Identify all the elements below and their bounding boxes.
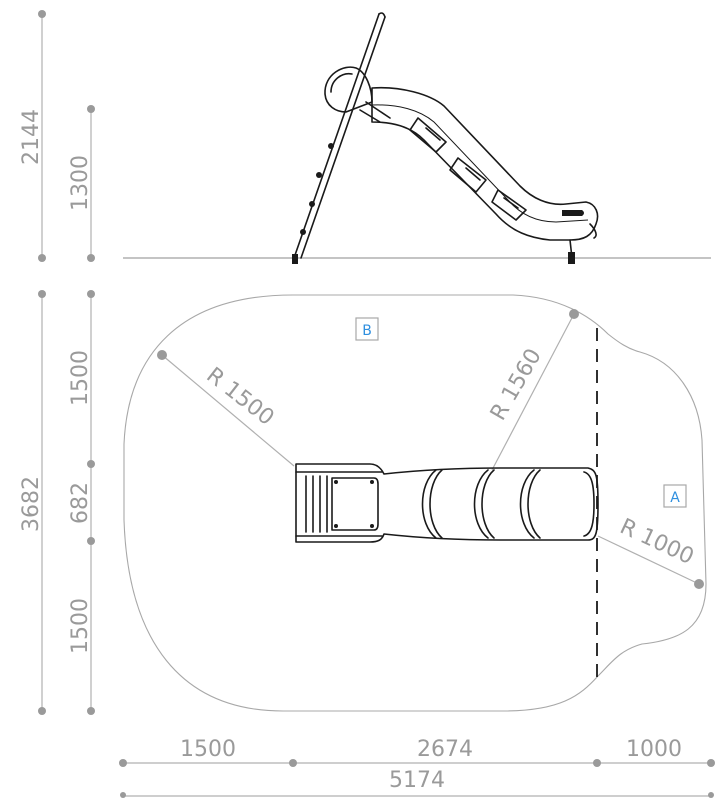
slide-top-view	[295, 463, 599, 543]
width-segment-1-label: 1500	[180, 737, 236, 762]
slide-exit-cap	[562, 210, 584, 216]
width-segment-3-label: 1000	[626, 737, 682, 762]
ladder-rail-back	[300, 16, 386, 259]
slide-chute-centerline	[371, 104, 589, 223]
ladder-rungs	[292, 143, 334, 264]
depth-segment-3-label: 1500	[68, 598, 93, 654]
width-segment-2-label: 2674	[417, 737, 473, 762]
radius-line-rear	[161, 354, 295, 467]
zone-label-b: B	[362, 323, 372, 339]
dim-dot	[87, 254, 95, 262]
slide-exit-foot	[568, 252, 575, 264]
slide-chute	[371, 86, 599, 241]
elevation-dimensions: 2144 1300	[19, 10, 95, 262]
radius-line-side	[491, 313, 575, 471]
dim-dot	[38, 254, 46, 262]
ladder-rail-front	[293, 13, 380, 259]
radius-dot	[157, 350, 167, 360]
dim-dot	[87, 105, 95, 113]
slide-side-view	[292, 12, 599, 264]
slide-exit-lip	[589, 223, 597, 239]
total-depth-label: 3682	[19, 476, 44, 532]
plan-width-dimensions: 1500 2674 1000 5174	[119, 737, 715, 798]
safety-zone-outline	[123, 294, 707, 712]
plan-platform	[331, 477, 379, 531]
ladder-top-cap	[378, 12, 386, 18]
radius-label-side: R 1560	[486, 345, 547, 425]
plan-view: R 1500 R 1560 R 1000 B A	[19, 290, 715, 798]
depth-segment-2-label: 682	[68, 482, 93, 524]
total-width-label: 5174	[389, 768, 445, 793]
slide-hood	[324, 66, 373, 113]
depth-segment-1-label: 1500	[68, 350, 93, 406]
zone-badge-a: A	[663, 484, 687, 508]
radius-dot	[694, 579, 704, 589]
radius-dot	[569, 309, 579, 319]
radius-line-exit	[597, 535, 700, 585]
platform-height-label: 1300	[68, 155, 93, 211]
slide-hood-inner	[330, 72, 353, 93]
total-height-label: 2144	[19, 109, 44, 165]
chute-joints	[359, 101, 527, 221]
zone-badge-b: B	[355, 317, 379, 341]
slide-plan-outline	[295, 463, 599, 543]
plan-ladder-steps	[305, 475, 328, 533]
zone-label-a: A	[670, 490, 680, 506]
dim-dot	[38, 10, 46, 18]
plan-depth-dimensions: 3682 1500 682 1500	[19, 290, 95, 715]
radius-label-exit: R 1000	[616, 514, 698, 570]
